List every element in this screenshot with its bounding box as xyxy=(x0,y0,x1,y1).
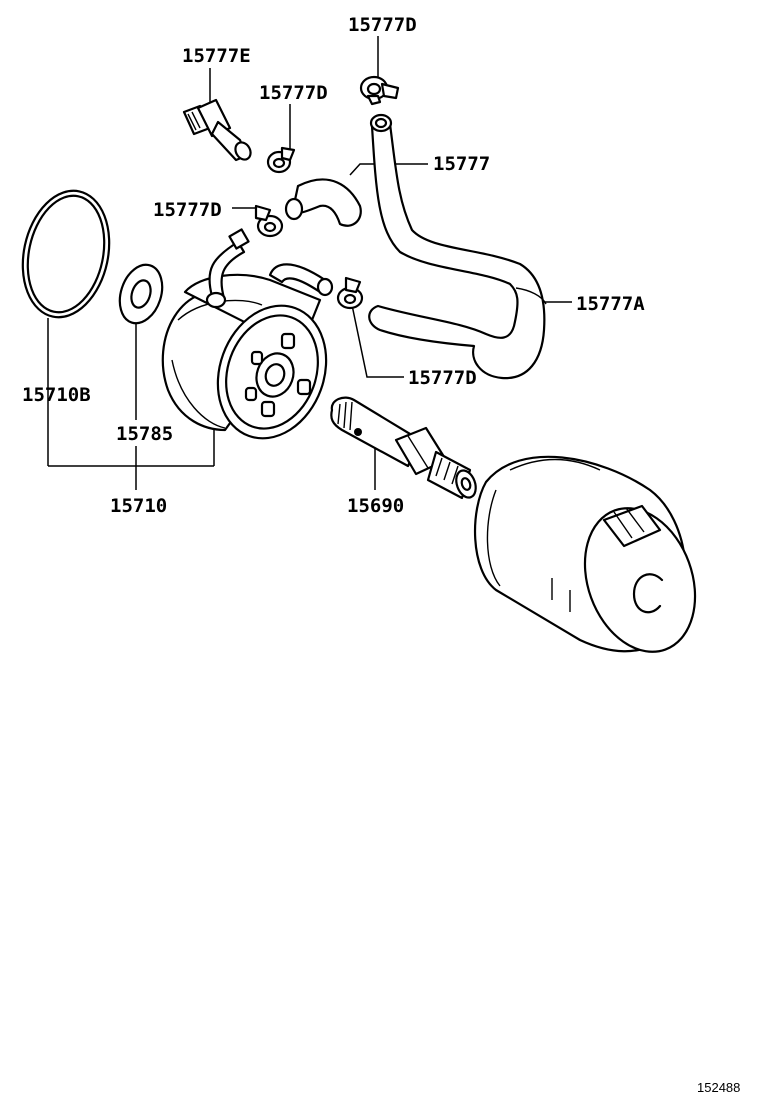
figure-number: 152488 xyxy=(697,1080,740,1095)
label-15785[interactable]: 15785 xyxy=(116,423,173,445)
label-15777a[interactable]: 15777A xyxy=(576,293,645,315)
hose-clip-lower xyxy=(336,276,364,310)
gasket-15710b xyxy=(21,189,111,319)
hose-15777a xyxy=(368,113,547,380)
washer-15785 xyxy=(118,263,164,325)
relief-bolt-15690 xyxy=(330,396,477,500)
label-15710b[interactable]: 15710B xyxy=(22,384,91,406)
oil-cooler-15710 xyxy=(161,228,334,440)
label-15777d-lower[interactable]: 15777D xyxy=(408,367,477,389)
oil-filter xyxy=(473,455,697,653)
hose-15777 xyxy=(284,178,362,227)
label-15690[interactable]: 15690 xyxy=(347,495,404,517)
label-15777e[interactable]: 15777E xyxy=(182,45,251,67)
hose-clip-top xyxy=(359,75,400,106)
label-15777d-left[interactable]: 15777D xyxy=(153,199,222,221)
leader-15777d-lower xyxy=(351,304,404,378)
label-15777d-top[interactable]: 15777D xyxy=(348,14,417,36)
hose-clip-left xyxy=(254,204,284,238)
label-15777[interactable]: 15777 xyxy=(433,153,490,175)
hose-clip-upper xyxy=(266,146,296,174)
label-15777d-upper[interactable]: 15777D xyxy=(259,82,328,104)
leader-lines xyxy=(47,36,572,490)
leader-15777 xyxy=(349,163,428,176)
label-15710[interactable]: 15710 xyxy=(110,495,167,517)
union-fitting-15777e xyxy=(182,98,252,162)
